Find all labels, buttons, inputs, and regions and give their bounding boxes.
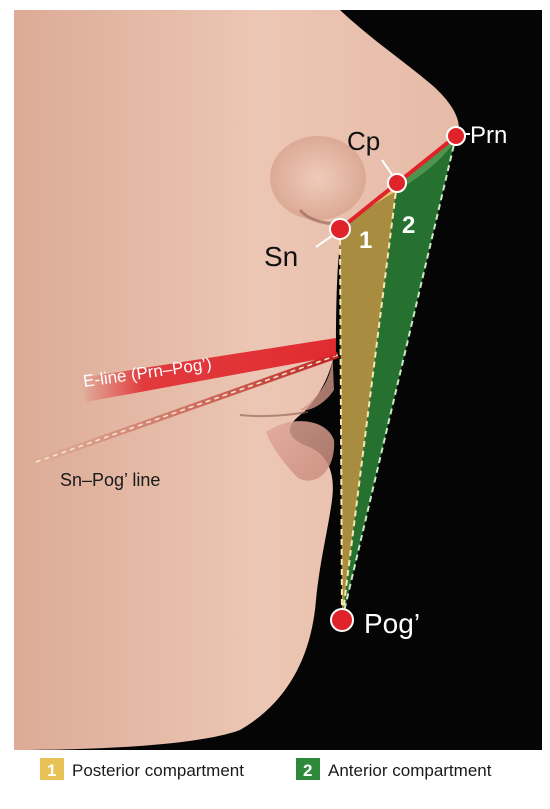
legend: 1 Posterior compartment 2 Anterior compa…: [40, 758, 492, 780]
point-pog: [330, 608, 354, 632]
cp-leader: [381, 159, 394, 177]
lower-lip: [266, 421, 335, 481]
legend-label-posterior: Posterior compartment: [72, 761, 244, 780]
legend-number-anterior: 2: [303, 761, 312, 780]
point-prn: [446, 126, 466, 146]
legend-swatch-anterior: [296, 758, 320, 780]
legend-label-anterior: Anterior compartment: [328, 761, 492, 780]
label-cp: Cp: [347, 126, 380, 156]
e-line-band: [80, 338, 336, 402]
mouth-line: [239, 411, 309, 418]
nose-ala: [270, 136, 366, 220]
label-prn: Prn: [470, 122, 507, 149]
sn-pog-line: [34, 352, 340, 465]
compartment-number-anterior: 2: [402, 212, 415, 239]
label-sn: Sn: [264, 241, 298, 272]
legend-swatch-posterior: [40, 758, 64, 780]
point-cp: [387, 173, 407, 193]
sn-pog-edge: [339, 228, 343, 621]
cp-pog-edge: [341, 182, 398, 621]
label-pog: Pog’: [364, 608, 420, 639]
point-sn: [329, 218, 351, 240]
compartment-number-posterior: 1: [359, 227, 372, 254]
prn-pog-edge: [341, 135, 457, 621]
label-sn-pog-line: Sn–Pog’ line: [60, 470, 160, 490]
upper-lip: [300, 345, 334, 411]
legend-number-posterior: 1: [47, 761, 56, 780]
